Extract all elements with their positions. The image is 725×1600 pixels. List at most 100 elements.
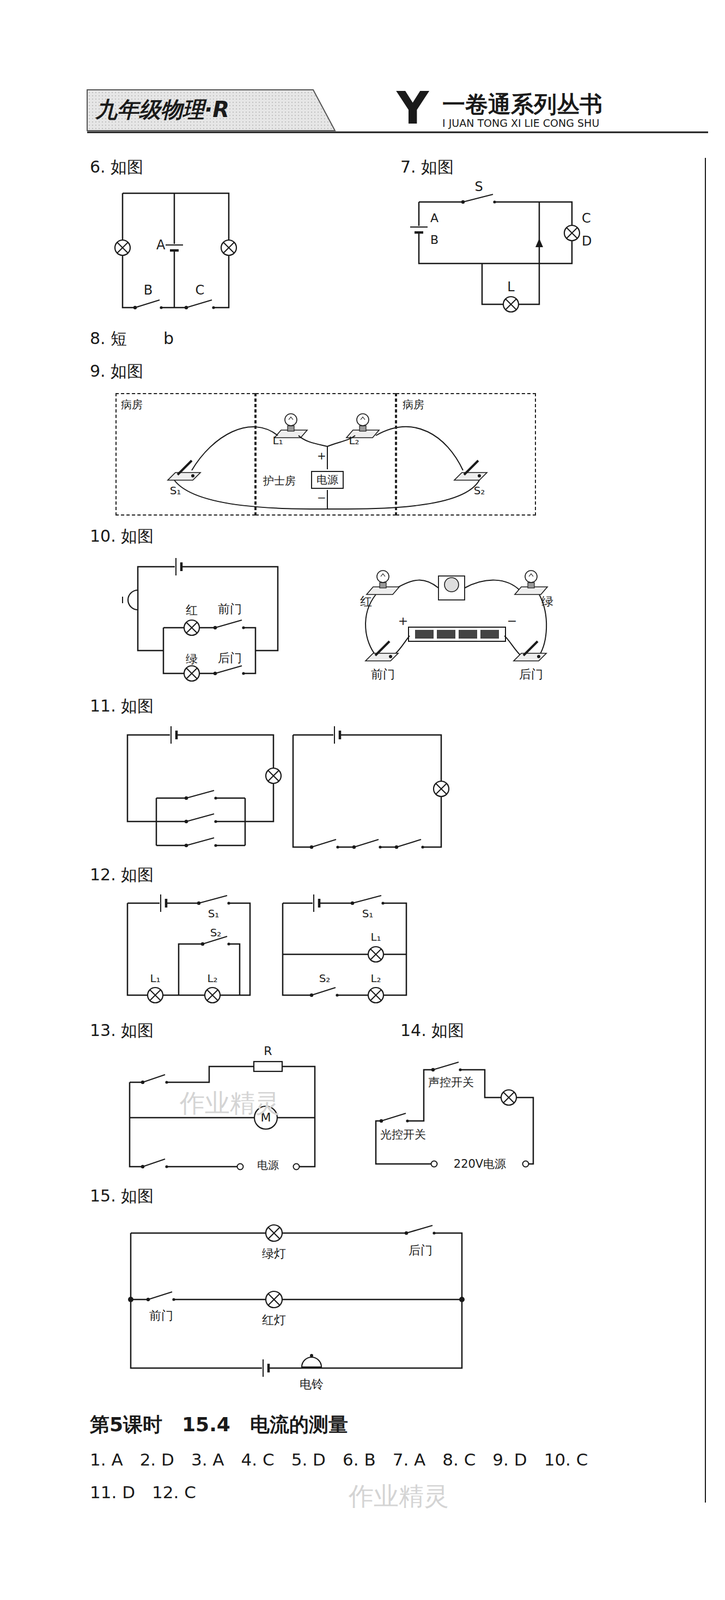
wire	[163, 628, 256, 674]
label: S	[474, 179, 483, 196]
label: 11. 如图	[89, 697, 154, 717]
label: S₁	[169, 484, 182, 498]
watermark: 作业精灵	[179, 1089, 280, 1119]
switch-pivot	[309, 994, 314, 998]
switch-pivot	[184, 796, 188, 801]
label: L	[507, 279, 515, 296]
label: 10. 如图	[89, 527, 154, 547]
wire	[268, 1294, 280, 1307]
node-text: 护士房	[263, 474, 296, 488]
label: S₂	[210, 927, 222, 940]
wire	[327, 480, 480, 510]
switch-pivot	[141, 1165, 145, 1169]
label: b	[163, 329, 174, 349]
terminal	[293, 1164, 300, 1171]
label: −	[317, 491, 327, 505]
wire	[156, 821, 246, 824]
wire	[370, 990, 382, 1002]
wire	[566, 227, 578, 239]
label: 220V电源	[453, 1158, 507, 1172]
lamp-symbol	[147, 988, 163, 1004]
label: 绿	[541, 594, 554, 609]
switch-lever	[142, 1159, 166, 1168]
switch-contact	[214, 796, 217, 800]
switch-contact	[172, 1298, 175, 1302]
switch-contact	[165, 1165, 168, 1169]
wire	[169, 249, 179, 253]
wire	[206, 990, 218, 1002]
wire	[268, 1294, 280, 1307]
wire	[156, 797, 246, 800]
label: 后门	[217, 651, 242, 666]
switch-blade	[523, 641, 538, 656]
switch-pivot	[184, 306, 188, 310]
switch-contact	[241, 672, 245, 675]
switch-base	[167, 472, 201, 481]
label: 绿	[185, 652, 198, 667]
lamp-symbol	[184, 666, 200, 682]
label: L₁	[272, 434, 283, 448]
switch-pivot	[141, 1081, 145, 1085]
wire	[223, 242, 235, 254]
switch-blade	[375, 641, 390, 656]
switch-lever	[433, 1062, 459, 1071]
switch-contact	[336, 845, 339, 849]
room-region: 病房	[115, 393, 256, 516]
wire	[333, 726, 335, 745]
switch-base	[365, 653, 399, 662]
switch-lever	[148, 1292, 173, 1301]
wire	[117, 242, 129, 254]
label: 后门	[408, 1244, 433, 1258]
switch-pivot	[309, 845, 314, 850]
switch-pivot	[133, 306, 137, 310]
lamp-symbol	[265, 1292, 283, 1309]
wire	[370, 949, 382, 961]
switch-contact	[378, 845, 382, 849]
terminal	[431, 1161, 438, 1168]
wire	[313, 894, 315, 913]
lamp-symbol	[368, 988, 384, 1004]
lamp-socket	[527, 582, 535, 589]
label: 1. A 2. D 3. A 4. C 5. D 6. B 7. A 8. C …	[89, 1451, 588, 1471]
lamp-symbol	[503, 296, 519, 313]
junction-dot	[459, 1297, 465, 1303]
watermark: 作业精灵	[348, 1482, 449, 1512]
label: L₂	[370, 972, 381, 986]
wire	[318, 899, 321, 909]
lamp-symbol	[221, 240, 237, 256]
lamp-symbol	[204, 988, 221, 1004]
switch-base	[454, 472, 487, 481]
margin-rule	[704, 157, 706, 1504]
wire	[566, 227, 578, 239]
switch-contact	[211, 306, 215, 309]
switch-lever	[135, 300, 160, 308]
switch-contact	[405, 1119, 409, 1123]
wire	[338, 730, 342, 740]
wire	[370, 990, 382, 1002]
switch-lever	[215, 620, 242, 629]
switch-blade	[464, 460, 479, 475]
wire	[156, 845, 246, 848]
series-name: Y	[396, 82, 429, 134]
lamp-bulb	[525, 570, 538, 583]
wire	[505, 299, 517, 310]
switch-pivot	[200, 942, 205, 947]
wire	[186, 668, 198, 680]
wire	[127, 735, 274, 822]
terminal	[522, 1161, 529, 1168]
wire	[267, 770, 279, 782]
battery-pack	[408, 627, 506, 642]
label: 后门	[519, 667, 544, 682]
switch-base	[513, 653, 547, 662]
lamp-symbol	[114, 240, 131, 256]
lamp-socket	[379, 582, 387, 589]
node-text: 电源	[312, 472, 343, 489]
series-name: 一卷通系列丛书	[442, 91, 603, 118]
lamp-symbol	[433, 781, 449, 797]
label: L₁	[370, 931, 381, 944]
label: 第5课时 15.4 电流的测量	[89, 1414, 349, 1437]
switch-pivot	[379, 1119, 383, 1124]
label: S₂	[319, 972, 331, 986]
wire	[503, 1092, 515, 1104]
